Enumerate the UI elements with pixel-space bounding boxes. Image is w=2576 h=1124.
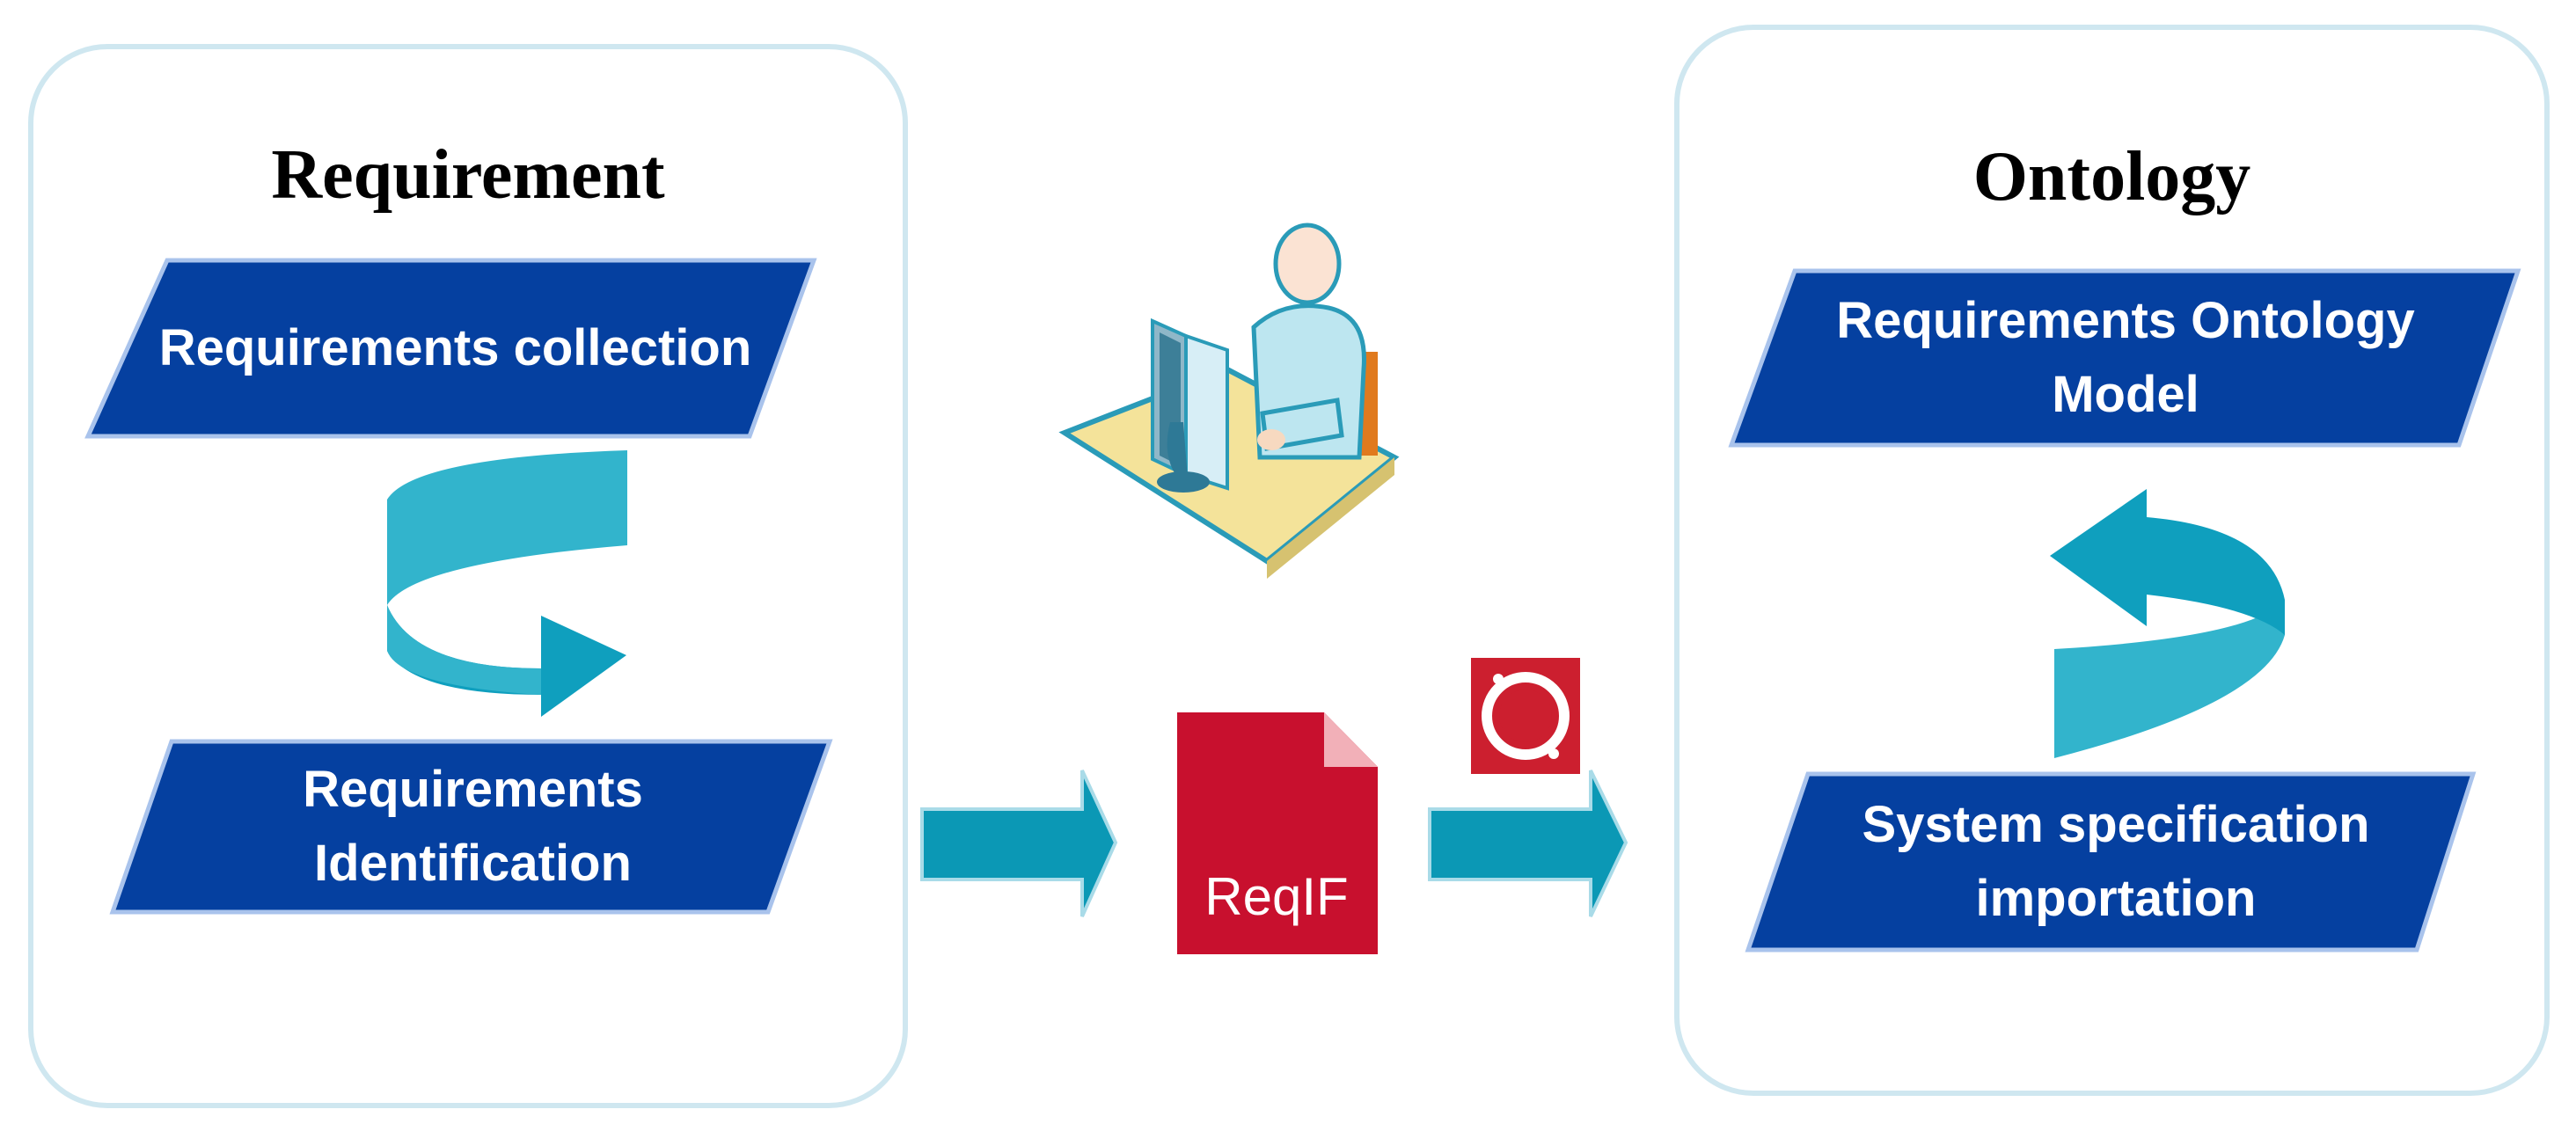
requirements-identification-label: Requirements Identification <box>150 741 796 912</box>
user-at-computer-icon <box>1058 223 1400 579</box>
requirements-collection-shape <box>84 258 817 439</box>
file-icon <box>1177 712 1378 954</box>
circular-arrow-icon <box>387 450 627 717</box>
specification-importation-line1: System specification <box>1862 795 2370 853</box>
ring-logo-icon <box>1471 658 1580 774</box>
right-arrow-icon <box>1428 770 1628 917</box>
circular-arrow-icon <box>2050 489 2285 758</box>
specification-importation-line2: importation <box>1975 870 2257 927</box>
ontology-model-line1: Requirements Ontology <box>1836 291 2415 349</box>
ontology-title: Ontology <box>1972 138 2251 215</box>
requirement-title: Requirement <box>271 136 665 214</box>
requirements-identification-shape <box>109 739 833 915</box>
requirement-panel: Requirement <box>28 44 908 1108</box>
specification-importation-label: System specification importation <box>1782 774 2450 950</box>
ontology-model-line2: Model <box>2052 366 2199 423</box>
right-arrow-icon <box>920 770 1118 917</box>
ontology-model-shape <box>1728 268 2521 448</box>
specification-importation-shape <box>1745 771 2477 952</box>
reqif-label: ReqIF <box>1204 867 1349 926</box>
requirements-collection-label: Requirements collection <box>158 318 752 376</box>
ontology-model-label: Requirements Ontology Model <box>1764 271 2487 445</box>
requirements-identification-line1: Requirements <box>303 760 643 818</box>
requirements-identification-line2: Identification <box>314 835 632 892</box>
